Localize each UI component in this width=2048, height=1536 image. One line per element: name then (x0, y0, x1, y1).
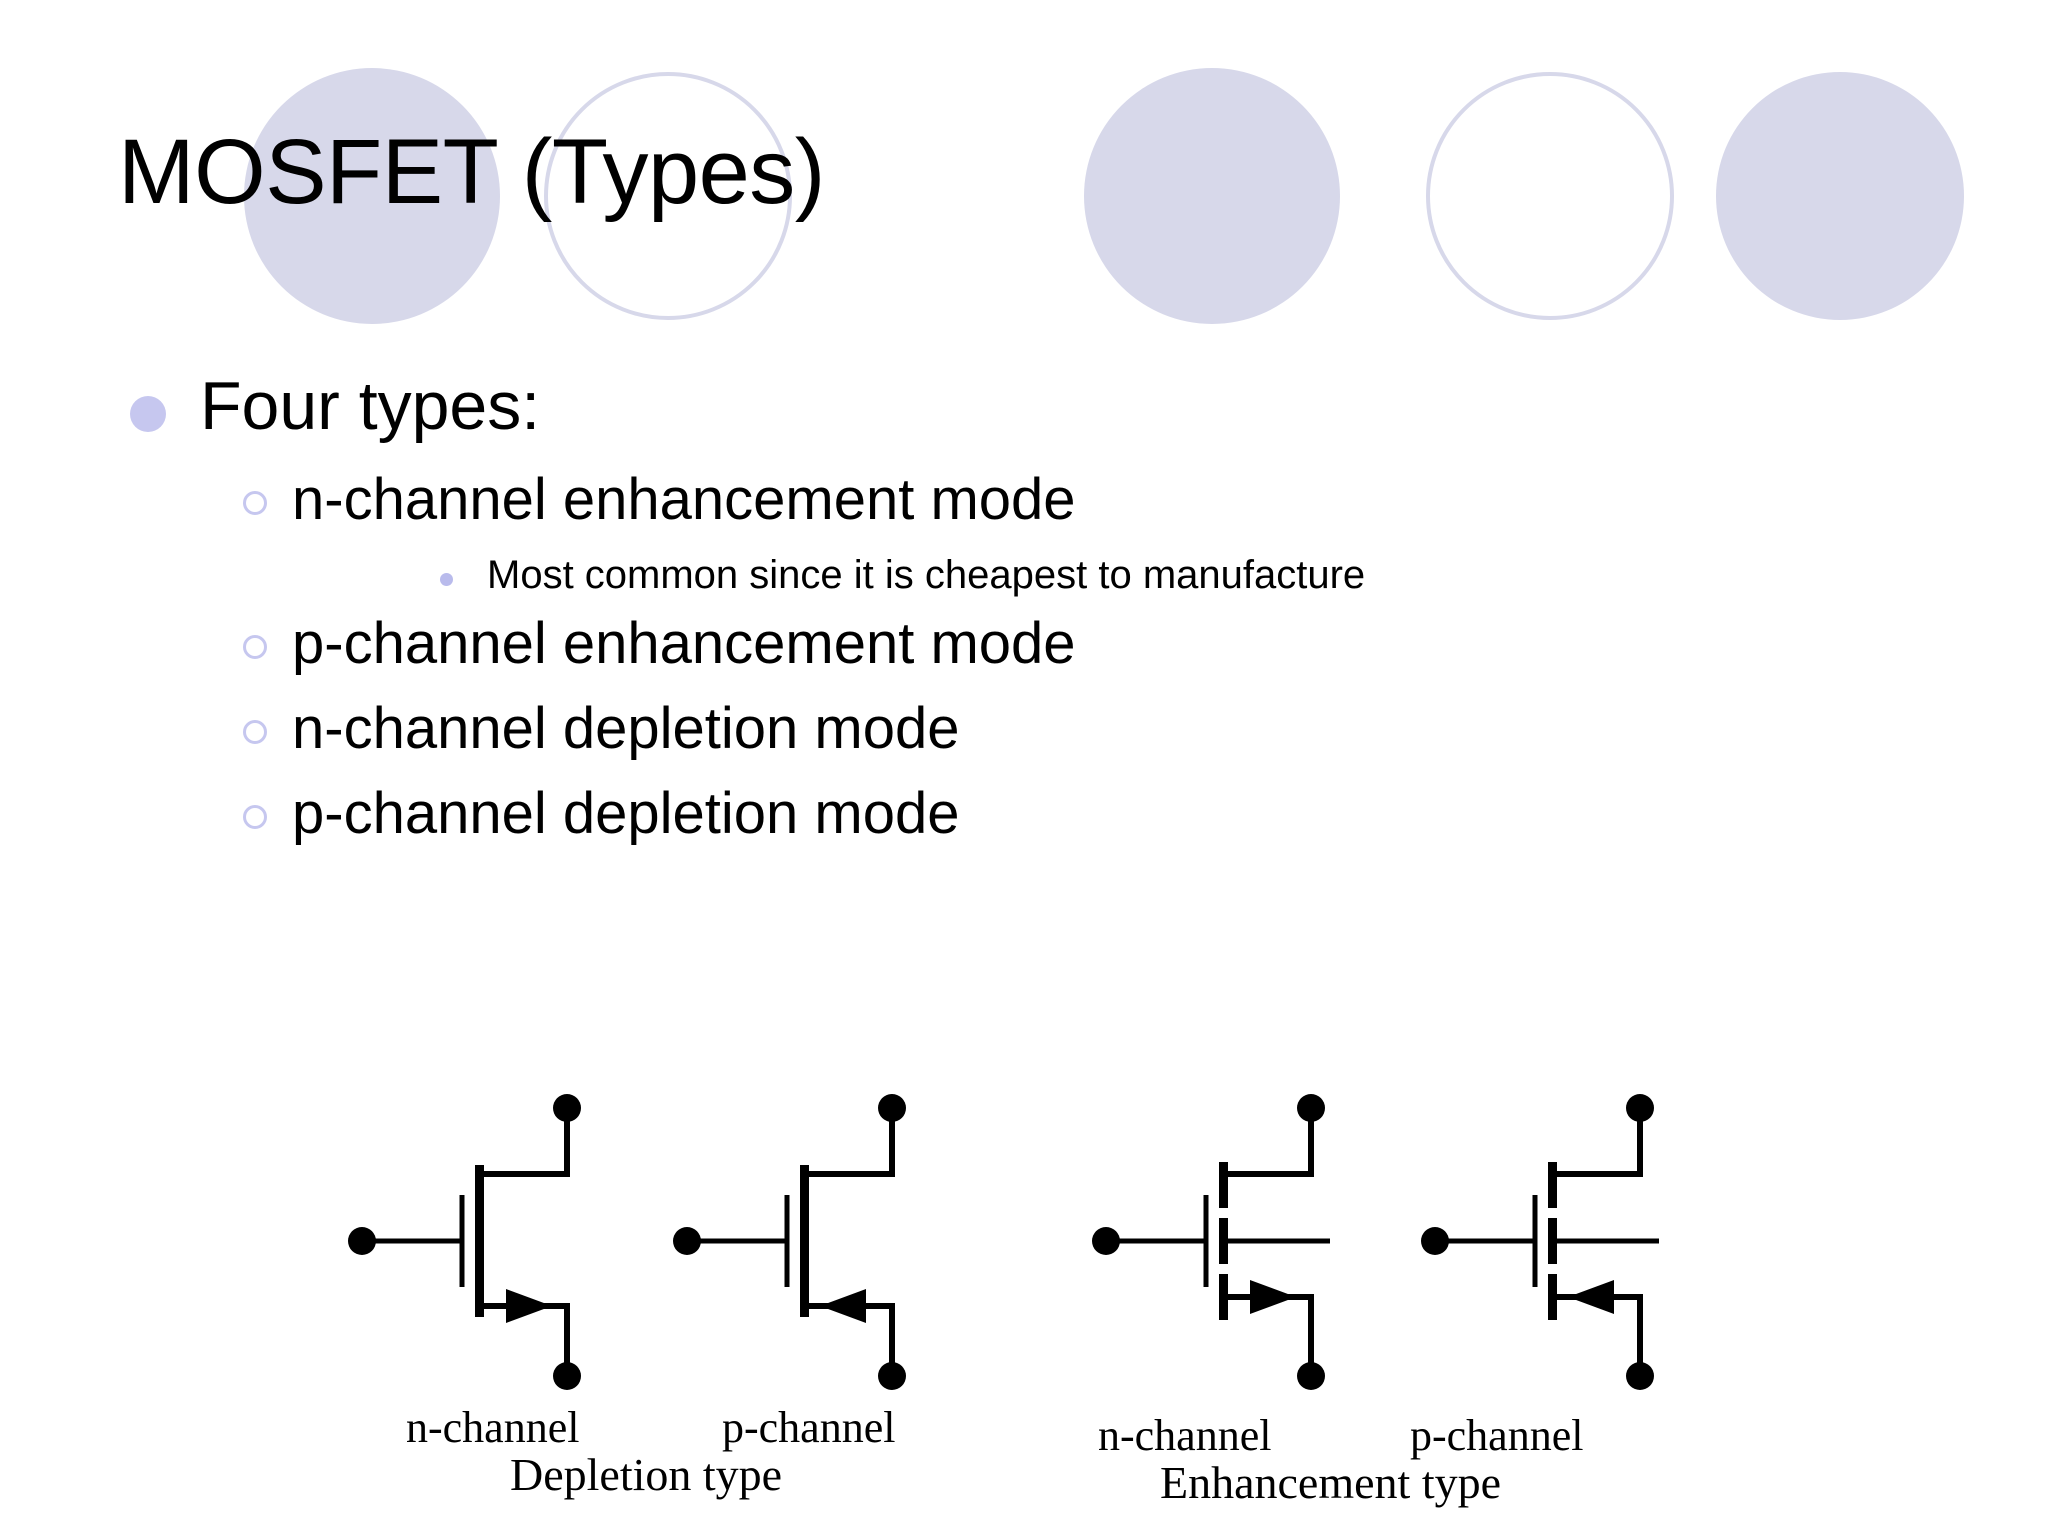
list-item-n-channel-enhancement: n-channel enhancement mode (0, 469, 2048, 532)
deco-circle-3 (1084, 68, 1340, 324)
symbol-label-enhancement-p: p-channel (1410, 1411, 1584, 1460)
hollow-circle-bullet-icon (243, 491, 267, 516)
list-item-level1: Four types: (0, 368, 2048, 444)
list-item-label: p-channel enhancement mode (292, 611, 1076, 677)
group-label-depletion: Depletion type (510, 1449, 783, 1500)
symbol-label-depletion-p: p-channel (722, 1403, 896, 1452)
hollow-circle-bullet-icon (243, 635, 267, 660)
list-item-label: p-channel depletion mode (292, 780, 960, 846)
mosfet-symbol-enhancement-p (1421, 1094, 1659, 1390)
deco-circle-4 (1426, 72, 1674, 320)
mosfet-symbol-enhancement-n (1092, 1094, 1330, 1390)
symbol-label-enhancement-n: n-channel (1098, 1411, 1272, 1460)
page-title: MOSFET (Types) (118, 121, 825, 223)
hollow-circle-bullet-icon (243, 719, 267, 744)
mosfet-symbol-depletion-p (673, 1094, 906, 1390)
list-item-label: Most common since it is cheapest to manu… (487, 553, 1366, 598)
hollow-circle-bullet-icon (243, 804, 267, 829)
list-item-p-channel-enhancement: p-channel enhancement mode (0, 611, 2048, 677)
list-item-p-channel-depletion: p-channel depletion mode (0, 780, 2048, 846)
group-label-enhancement: Enhancement type (1160, 1457, 1502, 1508)
list-item-n-channel-depletion: n-channel depletion mode (0, 695, 2048, 761)
bullet-list: Four types: n-channel enhancement mode M… (0, 368, 2048, 867)
filled-circle-bullet-icon (130, 396, 166, 432)
deco-circle-5 (1716, 72, 1964, 320)
mosfet-symbols-diagram (348, 1094, 1659, 1390)
symbol-label-depletion-n: n-channel (406, 1403, 580, 1452)
list-item-label: n-channel depletion mode (292, 695, 960, 761)
list-item-most-common: Most common since it is cheapest to manu… (0, 553, 2048, 598)
mosfet-symbol-depletion-n (348, 1094, 581, 1390)
list-item-level1-label: Four types: (200, 368, 541, 444)
mosfet-symbols-figure: n-channel p-channel n-channel p-channel … (0, 1090, 2048, 1510)
list-item-label: n-channel enhancement mode (292, 467, 1076, 533)
small-dot-bullet-icon (440, 573, 453, 587)
